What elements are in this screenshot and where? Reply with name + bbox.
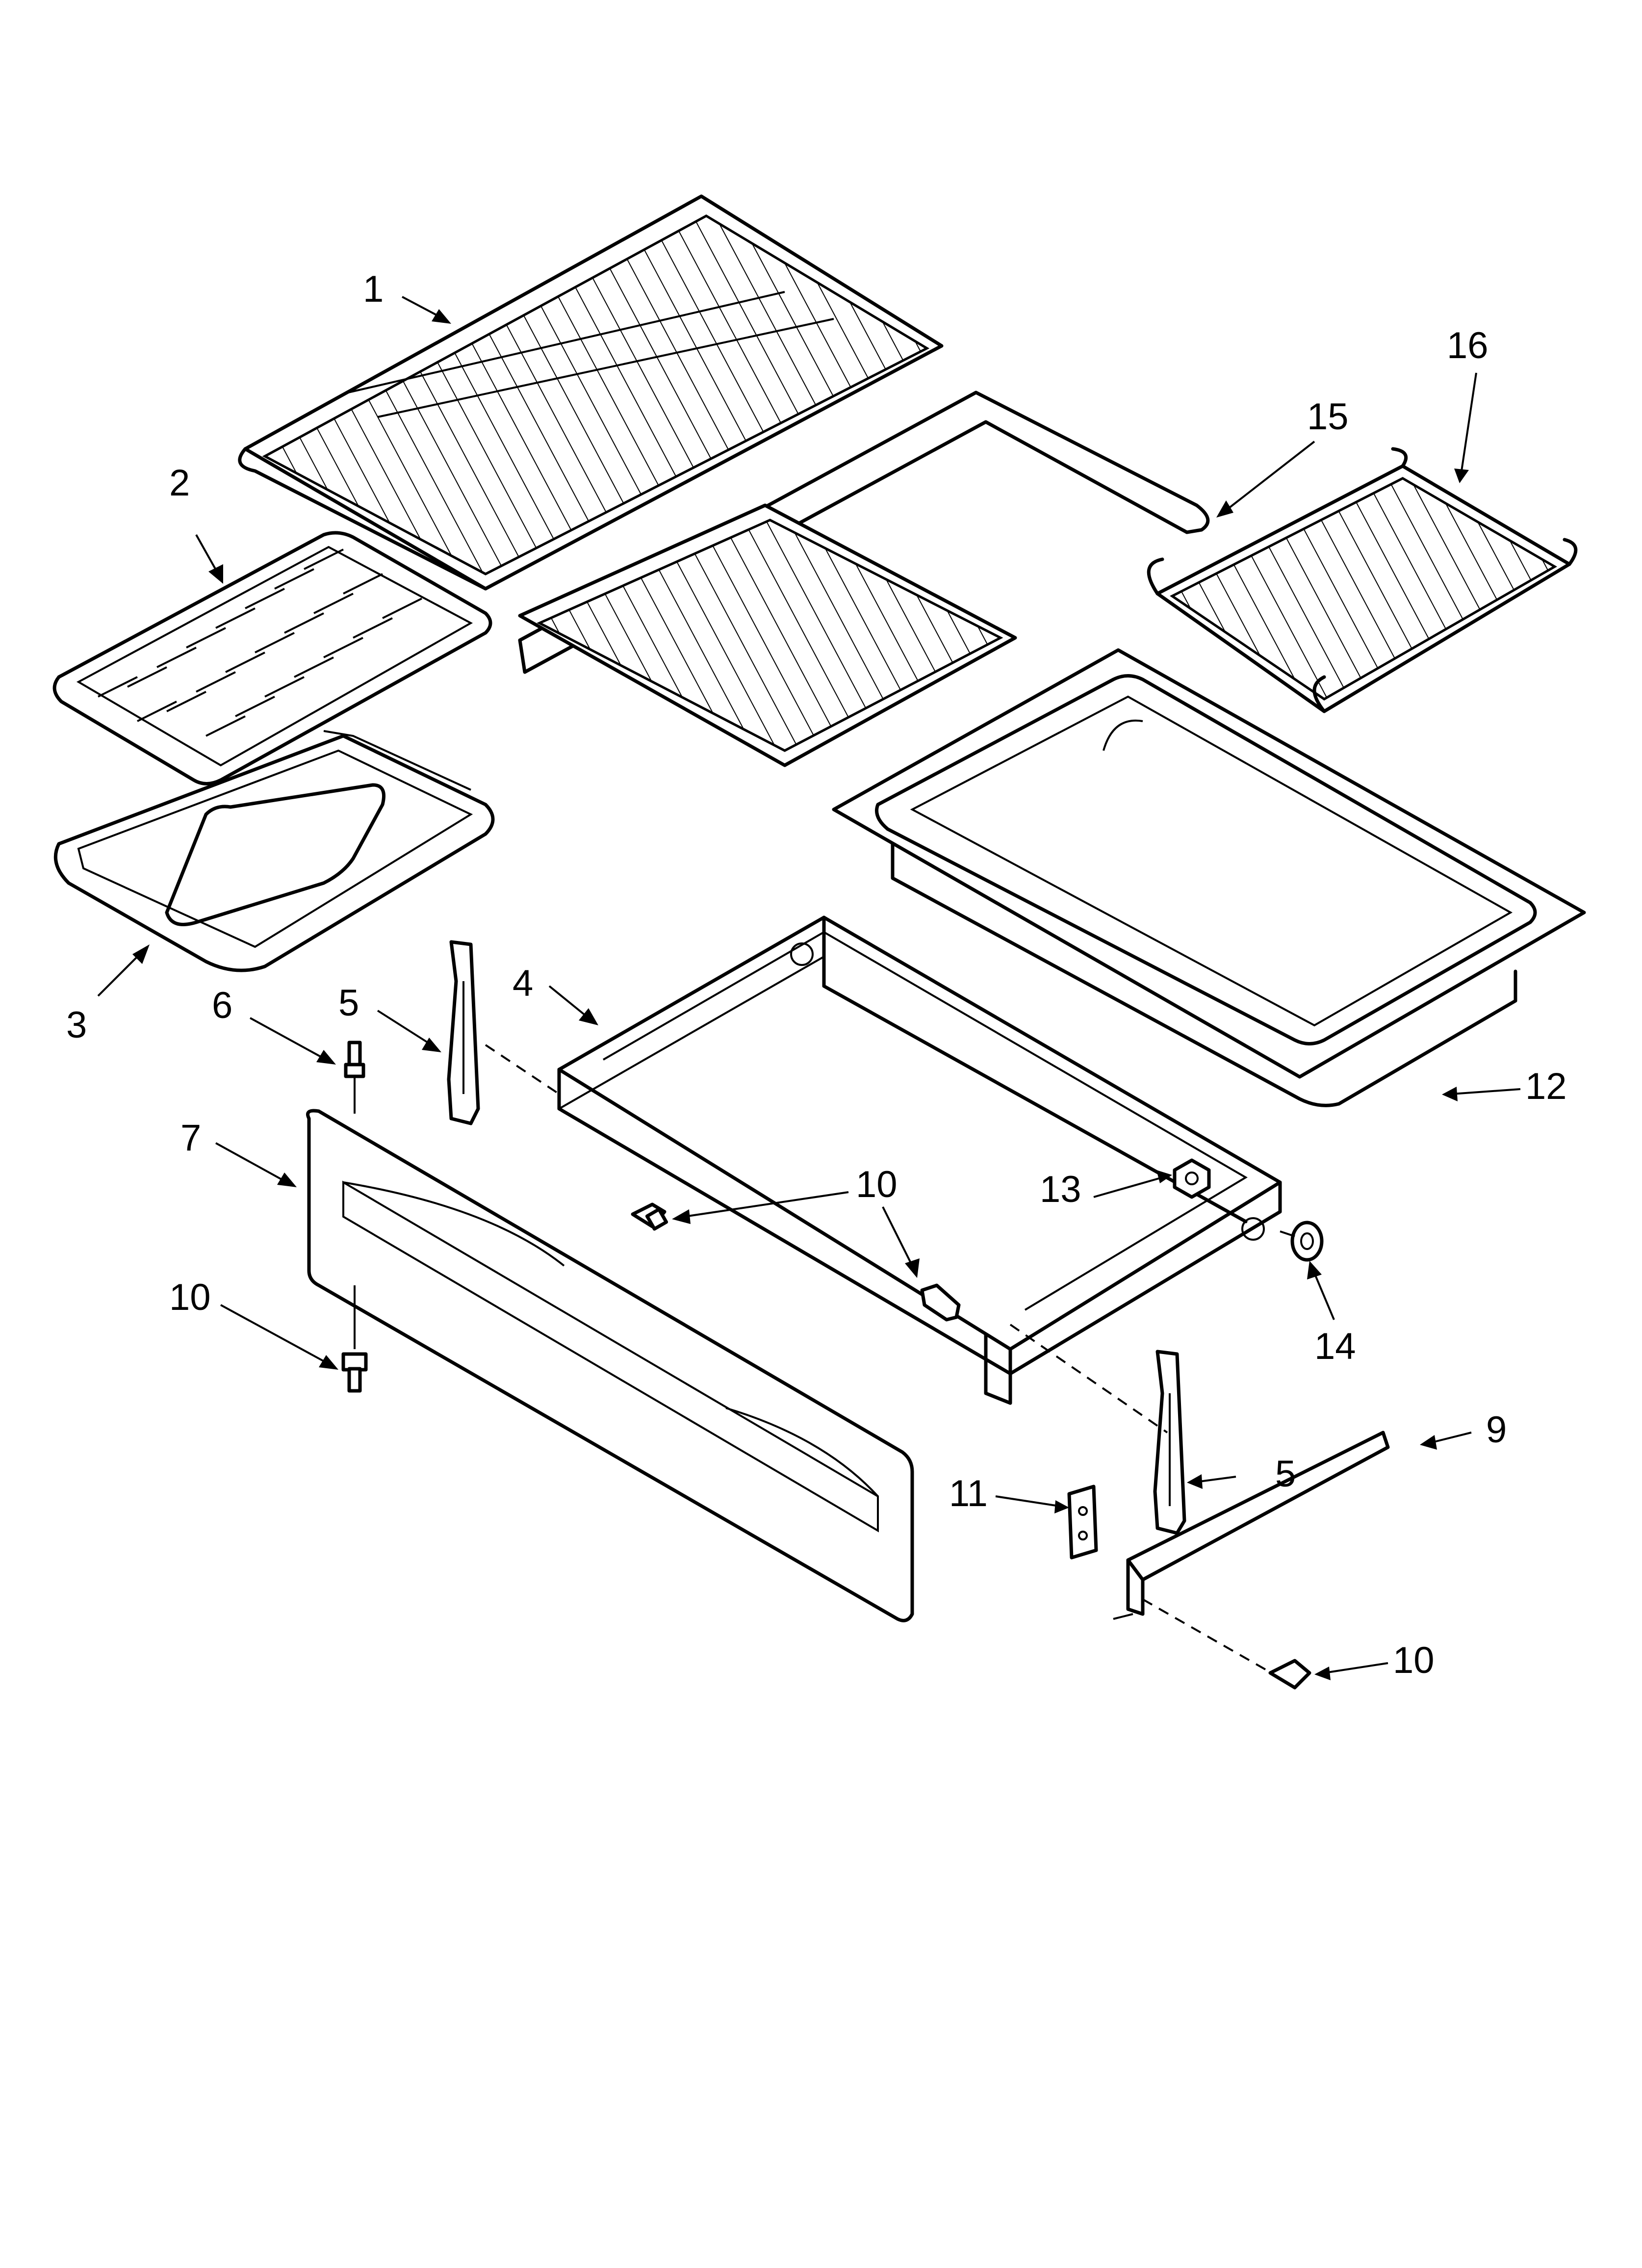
- half-rack: [518, 391, 1210, 767]
- clip: [1067, 1485, 1098, 1560]
- screw-10c: [341, 1352, 368, 1393]
- slide-bracket-right-alignment-line: [1009, 1324, 1168, 1434]
- callout-14: 14: [1314, 1326, 1356, 1367]
- oven-rack: [238, 194, 944, 591]
- callout-9: 9: [1486, 1409, 1507, 1451]
- callout-7: 7: [180, 1117, 201, 1159]
- callout-11: 11: [949, 1473, 988, 1514]
- small-wire-rack: [1147, 447, 1578, 713]
- callout-13: 13: [1040, 1169, 1081, 1210]
- callout-10c: 10: [1393, 1640, 1435, 1681]
- callout-5b: 5: [1275, 1453, 1296, 1495]
- broiler-pan: [53, 730, 495, 972]
- callout-1: 1: [363, 268, 384, 310]
- callout-3: 3: [66, 1004, 87, 1046]
- drawer-front-panel: [306, 1109, 914, 1622]
- rail-alignment-line: [1142, 1598, 1281, 1679]
- slide-bracket-left: [447, 940, 480, 1125]
- slide-bracket-right: [1153, 1350, 1186, 1535]
- screw-10b: [920, 1283, 961, 1322]
- callout-10a: 10: [856, 1164, 898, 1205]
- drawer-pan: [832, 648, 1586, 1107]
- callout-labels: 1 2 3 4 5 5 6 7 9 10 10 10 11 12 13 14 1…: [66, 268, 1567, 1681]
- callout-10b: 10: [169, 1277, 211, 1318]
- callout-5a: 5: [338, 982, 359, 1024]
- broiler-pan-grid: [52, 531, 492, 785]
- drawer-body: [557, 915, 1282, 1405]
- callout-6: 6: [212, 985, 232, 1026]
- callout-16: 16: [1447, 325, 1488, 366]
- callout-12: 12: [1525, 1066, 1567, 1107]
- roller: [1280, 1221, 1324, 1262]
- callout-2: 2: [169, 462, 190, 504]
- screw-10d: [1268, 1659, 1311, 1690]
- pin: [344, 1041, 365, 1114]
- callout-15: 15: [1307, 396, 1349, 438]
- callout-4: 4: [513, 963, 533, 1004]
- nut: [1173, 1158, 1211, 1199]
- slide-bracket-left-alignment-line: [485, 1044, 560, 1095]
- screw-10a: [631, 1202, 668, 1231]
- drawer-rail: [1113, 1431, 1390, 1620]
- leader-lines: [97, 296, 1521, 1680]
